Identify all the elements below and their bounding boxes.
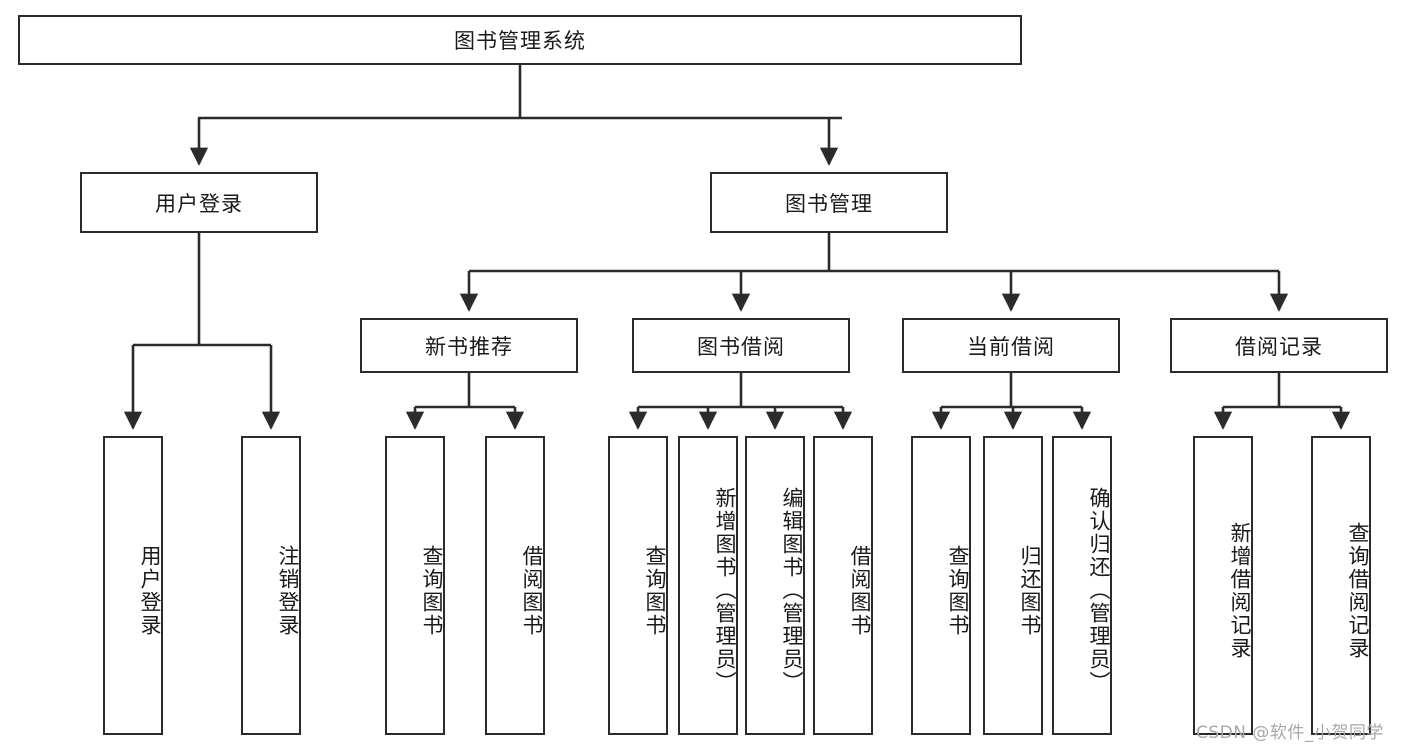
leaf-return-books-label: 归还图书 bbox=[1018, 544, 1042, 637]
node-user-login-label: 用户登录 bbox=[155, 191, 243, 216]
leaf-query-borrow-record[interactable]: 查询借阅记录 bbox=[1311, 436, 1371, 735]
leaf-confirm-return-admin-label: 确认归还（管理员） bbox=[1087, 487, 1111, 694]
node-new-book-recommend-label: 新书推荐 bbox=[425, 334, 513, 359]
leaf-add-borrow-record-label: 新增借阅记录 bbox=[1228, 521, 1252, 660]
leaf-borrow-books[interactable]: 借阅图书 bbox=[813, 436, 873, 735]
leaf-borrow-books-recommend-label: 借阅图书 bbox=[520, 544, 544, 637]
node-new-book-recommend[interactable]: 新书推荐 bbox=[360, 318, 578, 373]
leaf-user-login[interactable]: 用户登录 bbox=[103, 436, 163, 735]
leaf-add-book-admin[interactable]: 新增图书（管理员） bbox=[678, 436, 738, 735]
leaf-user-logout[interactable]: 注销登录 bbox=[241, 436, 301, 735]
leaf-query-books-recommend-label: 查询图书 bbox=[420, 544, 444, 637]
leaf-borrow-books-label: 借阅图书 bbox=[848, 544, 872, 637]
node-book-borrow[interactable]: 图书借阅 bbox=[632, 318, 850, 373]
node-book-management-label: 图书管理 bbox=[785, 191, 873, 216]
leaf-query-books-borrow-label: 查询图书 bbox=[643, 544, 667, 637]
leaf-add-borrow-record[interactable]: 新增借阅记录 bbox=[1193, 436, 1253, 735]
node-book-management[interactable]: 图书管理 bbox=[710, 172, 948, 233]
node-borrow-record[interactable]: 借阅记录 bbox=[1170, 318, 1388, 373]
node-root-label: 图书管理系统 bbox=[454, 29, 586, 53]
leaf-query-books-recommend[interactable]: 查询图书 bbox=[385, 436, 445, 735]
leaf-edit-book-admin-label: 编辑图书（管理员） bbox=[780, 487, 804, 694]
csdn-watermark: CSDN @软件_小贺同学 bbox=[1196, 723, 1384, 743]
leaf-query-books-current[interactable]: 查询图书 bbox=[911, 436, 971, 735]
leaf-return-books[interactable]: 归还图书 bbox=[983, 436, 1043, 735]
leaf-query-books-current-label: 查询图书 bbox=[946, 544, 970, 637]
leaf-user-login-label: 用户登录 bbox=[138, 544, 162, 637]
node-borrow-record-label: 借阅记录 bbox=[1235, 334, 1323, 359]
node-current-borrow-label: 当前借阅 bbox=[967, 334, 1055, 359]
leaf-confirm-return-admin[interactable]: 确认归还（管理员） bbox=[1052, 436, 1112, 735]
node-root[interactable]: 图书管理系统 bbox=[18, 15, 1022, 65]
leaf-query-borrow-record-label: 查询借阅记录 bbox=[1346, 521, 1370, 660]
node-current-borrow[interactable]: 当前借阅 bbox=[902, 318, 1120, 373]
node-book-borrow-label: 图书借阅 bbox=[697, 334, 785, 359]
leaf-user-logout-label: 注销登录 bbox=[276, 544, 300, 637]
leaf-query-books-borrow[interactable]: 查询图书 bbox=[608, 436, 668, 735]
leaf-edit-book-admin[interactable]: 编辑图书（管理员） bbox=[745, 436, 805, 735]
leaf-borrow-books-recommend[interactable]: 借阅图书 bbox=[485, 436, 545, 735]
leaf-add-book-admin-label: 新增图书（管理员） bbox=[713, 487, 737, 694]
node-user-login[interactable]: 用户登录 bbox=[80, 172, 318, 233]
